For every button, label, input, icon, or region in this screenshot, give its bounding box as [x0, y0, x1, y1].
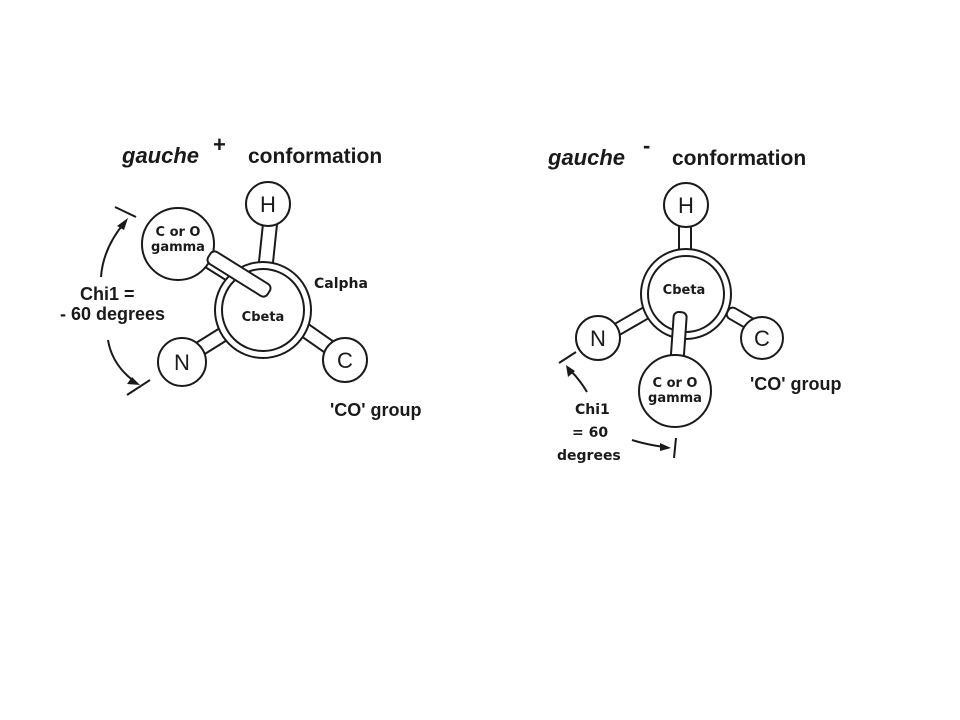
right-gamma-line1: C or O — [653, 376, 698, 391]
right-title-conformation: conformation — [672, 147, 806, 170]
right-atom-gamma — [638, 354, 712, 428]
left-title-italic: gauche — [121, 143, 199, 168]
left-cbeta-ring — [221, 268, 305, 352]
left-gamma-line1: C or O — [156, 225, 201, 240]
right-atom-c-label: C — [754, 326, 770, 351]
right-atom-h — [663, 182, 709, 228]
right-co-group: 'CO' group — [750, 374, 842, 394]
right-chi-line2: = 60 — [572, 425, 608, 441]
right-atom-n — [575, 315, 621, 361]
left-co-group: 'CO' group — [330, 400, 422, 420]
left-atom-h — [245, 181, 291, 227]
right-title-superscript: - — [643, 133, 650, 158]
left-title-superscript: + — [213, 132, 226, 157]
right-panel: gauche - conformation H Cbeta C or O gam… — [547, 133, 842, 464]
right-atom-h-label: H — [678, 193, 694, 218]
right-title-italic: gauche — [547, 145, 625, 170]
left-atom-h-label: H — [260, 192, 276, 217]
left-angle-arrow-bottom — [107, 339, 151, 396]
left-title-conformation: conformation — [248, 145, 382, 168]
left-panel: gauche + conformation H C or O gamma Cbe… — [60, 132, 422, 420]
left-atom-c — [322, 337, 368, 383]
right-angle-arrow-bottom — [631, 437, 677, 459]
left-gamma-line2: gamma — [151, 240, 205, 255]
left-angle-arrow-top — [100, 206, 137, 278]
left-atom-n-label: N — [174, 350, 190, 375]
left-bond-gamma-over — [206, 250, 272, 298]
left-atom-gamma — [141, 207, 215, 281]
left-atom-n — [157, 337, 207, 387]
left-chi-line2: - 60 degrees — [60, 304, 165, 324]
left-cbeta-label: Cbeta — [242, 310, 285, 325]
left-chi-line1: Chi1 = — [80, 284, 135, 304]
right-angle-arrow-top — [558, 351, 588, 393]
right-atom-n-label: N — [590, 326, 606, 351]
left-atom-c-label: C — [337, 348, 353, 373]
right-cbeta-label: Cbeta — [663, 283, 706, 298]
right-atom-c — [740, 316, 784, 360]
right-chi-line1: Chi1 — [575, 402, 610, 418]
left-calpha-label: Calpha — [314, 276, 368, 292]
right-chi-line3: degrees — [557, 448, 621, 464]
right-gamma-line2: gamma — [648, 391, 702, 406]
